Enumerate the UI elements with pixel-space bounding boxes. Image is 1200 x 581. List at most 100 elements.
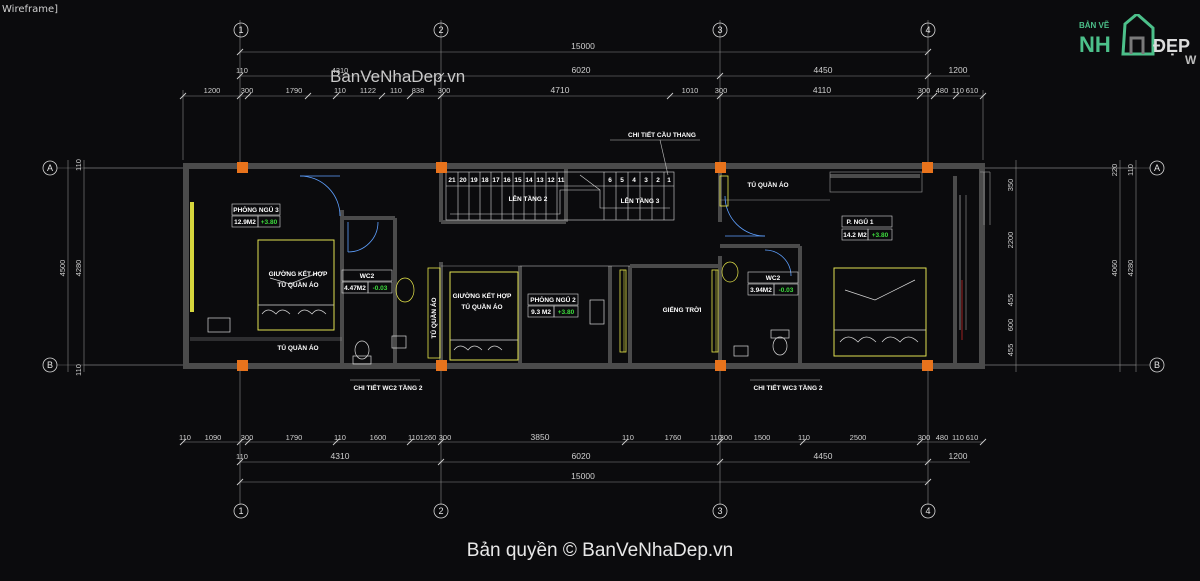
bed1-name: P. NGỦ 1	[847, 217, 874, 226]
dim-top-r3-2: 1790	[286, 86, 303, 95]
step-21: 21	[448, 177, 456, 184]
step-14: 14	[525, 177, 533, 184]
bed3-level: +3.80	[261, 219, 278, 226]
wc2-left-level: -0.03	[373, 285, 388, 292]
dim-bot-r2-3: 4450	[814, 451, 833, 461]
axis-bot-4: 4	[925, 506, 930, 516]
dim-top-r3-14: 110	[952, 86, 964, 95]
step-1: 1	[667, 177, 671, 184]
label-skylight: GIẾNG TRỜI	[663, 304, 702, 314]
dim-top-r3-6: 838	[412, 86, 425, 95]
label-bed-wardrobe-left-1: GIƯỜNG KẾT HỢP	[269, 268, 328, 278]
label-bed-wardrobe-mid-1: GIƯỜNG KẾT HỢP	[453, 290, 512, 300]
step-18: 18	[481, 177, 489, 184]
stair-step-numbers: 21 20 19 18 17 16 15 14 13 12 11 6 5 4 3…	[448, 177, 671, 184]
sanitary-fixtures	[207, 261, 790, 365]
bed1-area: 14.2 M2	[843, 232, 867, 239]
dim-bot-r1-11: 1760	[665, 433, 682, 442]
label-stair-detail: CHI TIẾT CẦU THANG	[628, 129, 696, 139]
dim-right-4060: 4060	[1110, 260, 1119, 277]
dim-top-r3-8: 4710	[551, 85, 570, 95]
yellow-bed-frames	[257, 239, 927, 361]
copyright-text: Bản quyền © BanVeNhaDep.vn	[466, 540, 734, 561]
yellow-wardrobes	[427, 175, 729, 359]
dim-left-110a: 110	[74, 159, 83, 171]
room-label-bed2: PHÒNG NGỦ 2 9.3 M2 +3.80	[527, 293, 579, 318]
room-label-bed1: P. NGỦ 1 14.2 M2 +3.80	[841, 215, 893, 241]
room-label-wc2-right: WC2 3.94M2 -0.03	[747, 271, 799, 296]
exterior-walls	[183, 163, 985, 369]
label-bed-wardrobe-mid-2: TỦ QUẦN ÁO	[461, 301, 502, 311]
dim-top-row2-3: 1200	[949, 65, 968, 75]
room-label-bed3: PHÒNG NGỦ 3 12.9M2 +3.80	[231, 203, 281, 228]
thin-detail-lines	[190, 171, 991, 352]
top-dimension-lines	[182, 20, 984, 170]
dim-bot-r1-10: 110	[622, 433, 634, 442]
viewport-label[interactable]: Wireframe]	[2, 4, 59, 15]
axis-top-1: 1	[238, 25, 243, 35]
wc2-right-name: WC2	[766, 275, 781, 282]
dim-bot-r1-8: 300	[439, 433, 452, 442]
dim-top-row2-0: 110	[236, 66, 248, 75]
step-5: 5	[620, 177, 624, 184]
logo-big-right: ĐẸP	[1153, 36, 1190, 56]
dim-bot-r1-4: 110	[334, 433, 346, 442]
axis-bot-2: 2	[438, 506, 443, 516]
axis-top-3: 3	[717, 25, 722, 35]
axis-bot-3: 3	[717, 506, 722, 516]
dim-top-row2-1: 6020	[572, 65, 591, 75]
dim-top-r3-11: 4110	[813, 85, 832, 95]
label-up-floor-2: LÊN TẦNG 2	[509, 193, 548, 203]
axis-left-A: A	[47, 163, 53, 173]
dim-top-r3-12: 300	[918, 86, 931, 95]
axis-bubbles-side: A B A B	[42, 160, 1165, 373]
dim-top-r3-4: 1122	[360, 86, 376, 95]
step-15: 15	[514, 177, 522, 184]
axis-top-2: 2	[438, 25, 443, 35]
left-dimension-lines	[67, 160, 183, 372]
logo-small: BẢN VẼ	[1079, 21, 1110, 30]
step-12: 12	[547, 177, 555, 184]
dim-right-110: 110	[1126, 164, 1135, 176]
top-dimension-ticks	[179, 48, 987, 100]
door-swings	[299, 175, 792, 277]
dim-right-220: 220	[1110, 164, 1119, 177]
dim-top-r3-15: 610	[966, 86, 979, 95]
dim-bot-r1-17: 300	[918, 433, 931, 442]
dim-bottom-overall: 15000	[571, 471, 595, 481]
dim-right-2200: 2200	[1006, 232, 1015, 249]
step-4: 4	[632, 177, 636, 184]
label-wardrobe-vertical: TỦ QUẦN ÁO	[428, 297, 438, 338]
step-19: 19	[470, 177, 478, 184]
axis-right-B: B	[1154, 360, 1160, 370]
dim-bot-r1-15: 110	[798, 433, 810, 442]
wc2-left-name: WC2	[360, 273, 375, 280]
dim-bot-r1-13: 300	[720, 433, 733, 442]
dim-right-350: 350	[1006, 179, 1015, 192]
dim-top-r3-7: 300	[438, 86, 451, 95]
dim-top-row3: 1200 300 1790 110 1122 110 838 300 4710 …	[204, 85, 979, 95]
dim-top-row2-2: 4450	[814, 65, 833, 75]
dim-left-4280: 4280	[74, 260, 83, 277]
wc2-left-area: 4.47M2	[344, 285, 366, 292]
dim-top-r3-5: 110	[390, 86, 402, 95]
dim-bot-r1-7: 1260	[420, 433, 437, 442]
logo-big-left: NH	[1079, 32, 1111, 57]
dim-bot-r1-3: 1790	[286, 433, 303, 442]
dim-bot-r1-5: 1600	[370, 433, 387, 442]
bed2-area: 9.3 M2	[531, 309, 551, 316]
step-6: 6	[608, 177, 612, 184]
axis-top-4: 4	[925, 25, 930, 35]
dim-bot-r1-20: 610	[966, 433, 979, 442]
step-20: 20	[459, 177, 467, 184]
brand-logo[interactable]: BẢN VẼ NH ĐẸP W	[1075, 14, 1200, 64]
dim-bot-r1-14: 1500	[754, 433, 771, 442]
step-2: 2	[656, 177, 660, 184]
dim-right-4280: 4280	[1126, 260, 1135, 277]
dim-left-4500: 4500	[58, 260, 67, 277]
bed2-name: PHÒNG NGỦ 2	[530, 295, 576, 304]
dim-top-r3-9: 1010	[682, 86, 699, 95]
dim-top-r3-13: 480	[936, 86, 949, 95]
